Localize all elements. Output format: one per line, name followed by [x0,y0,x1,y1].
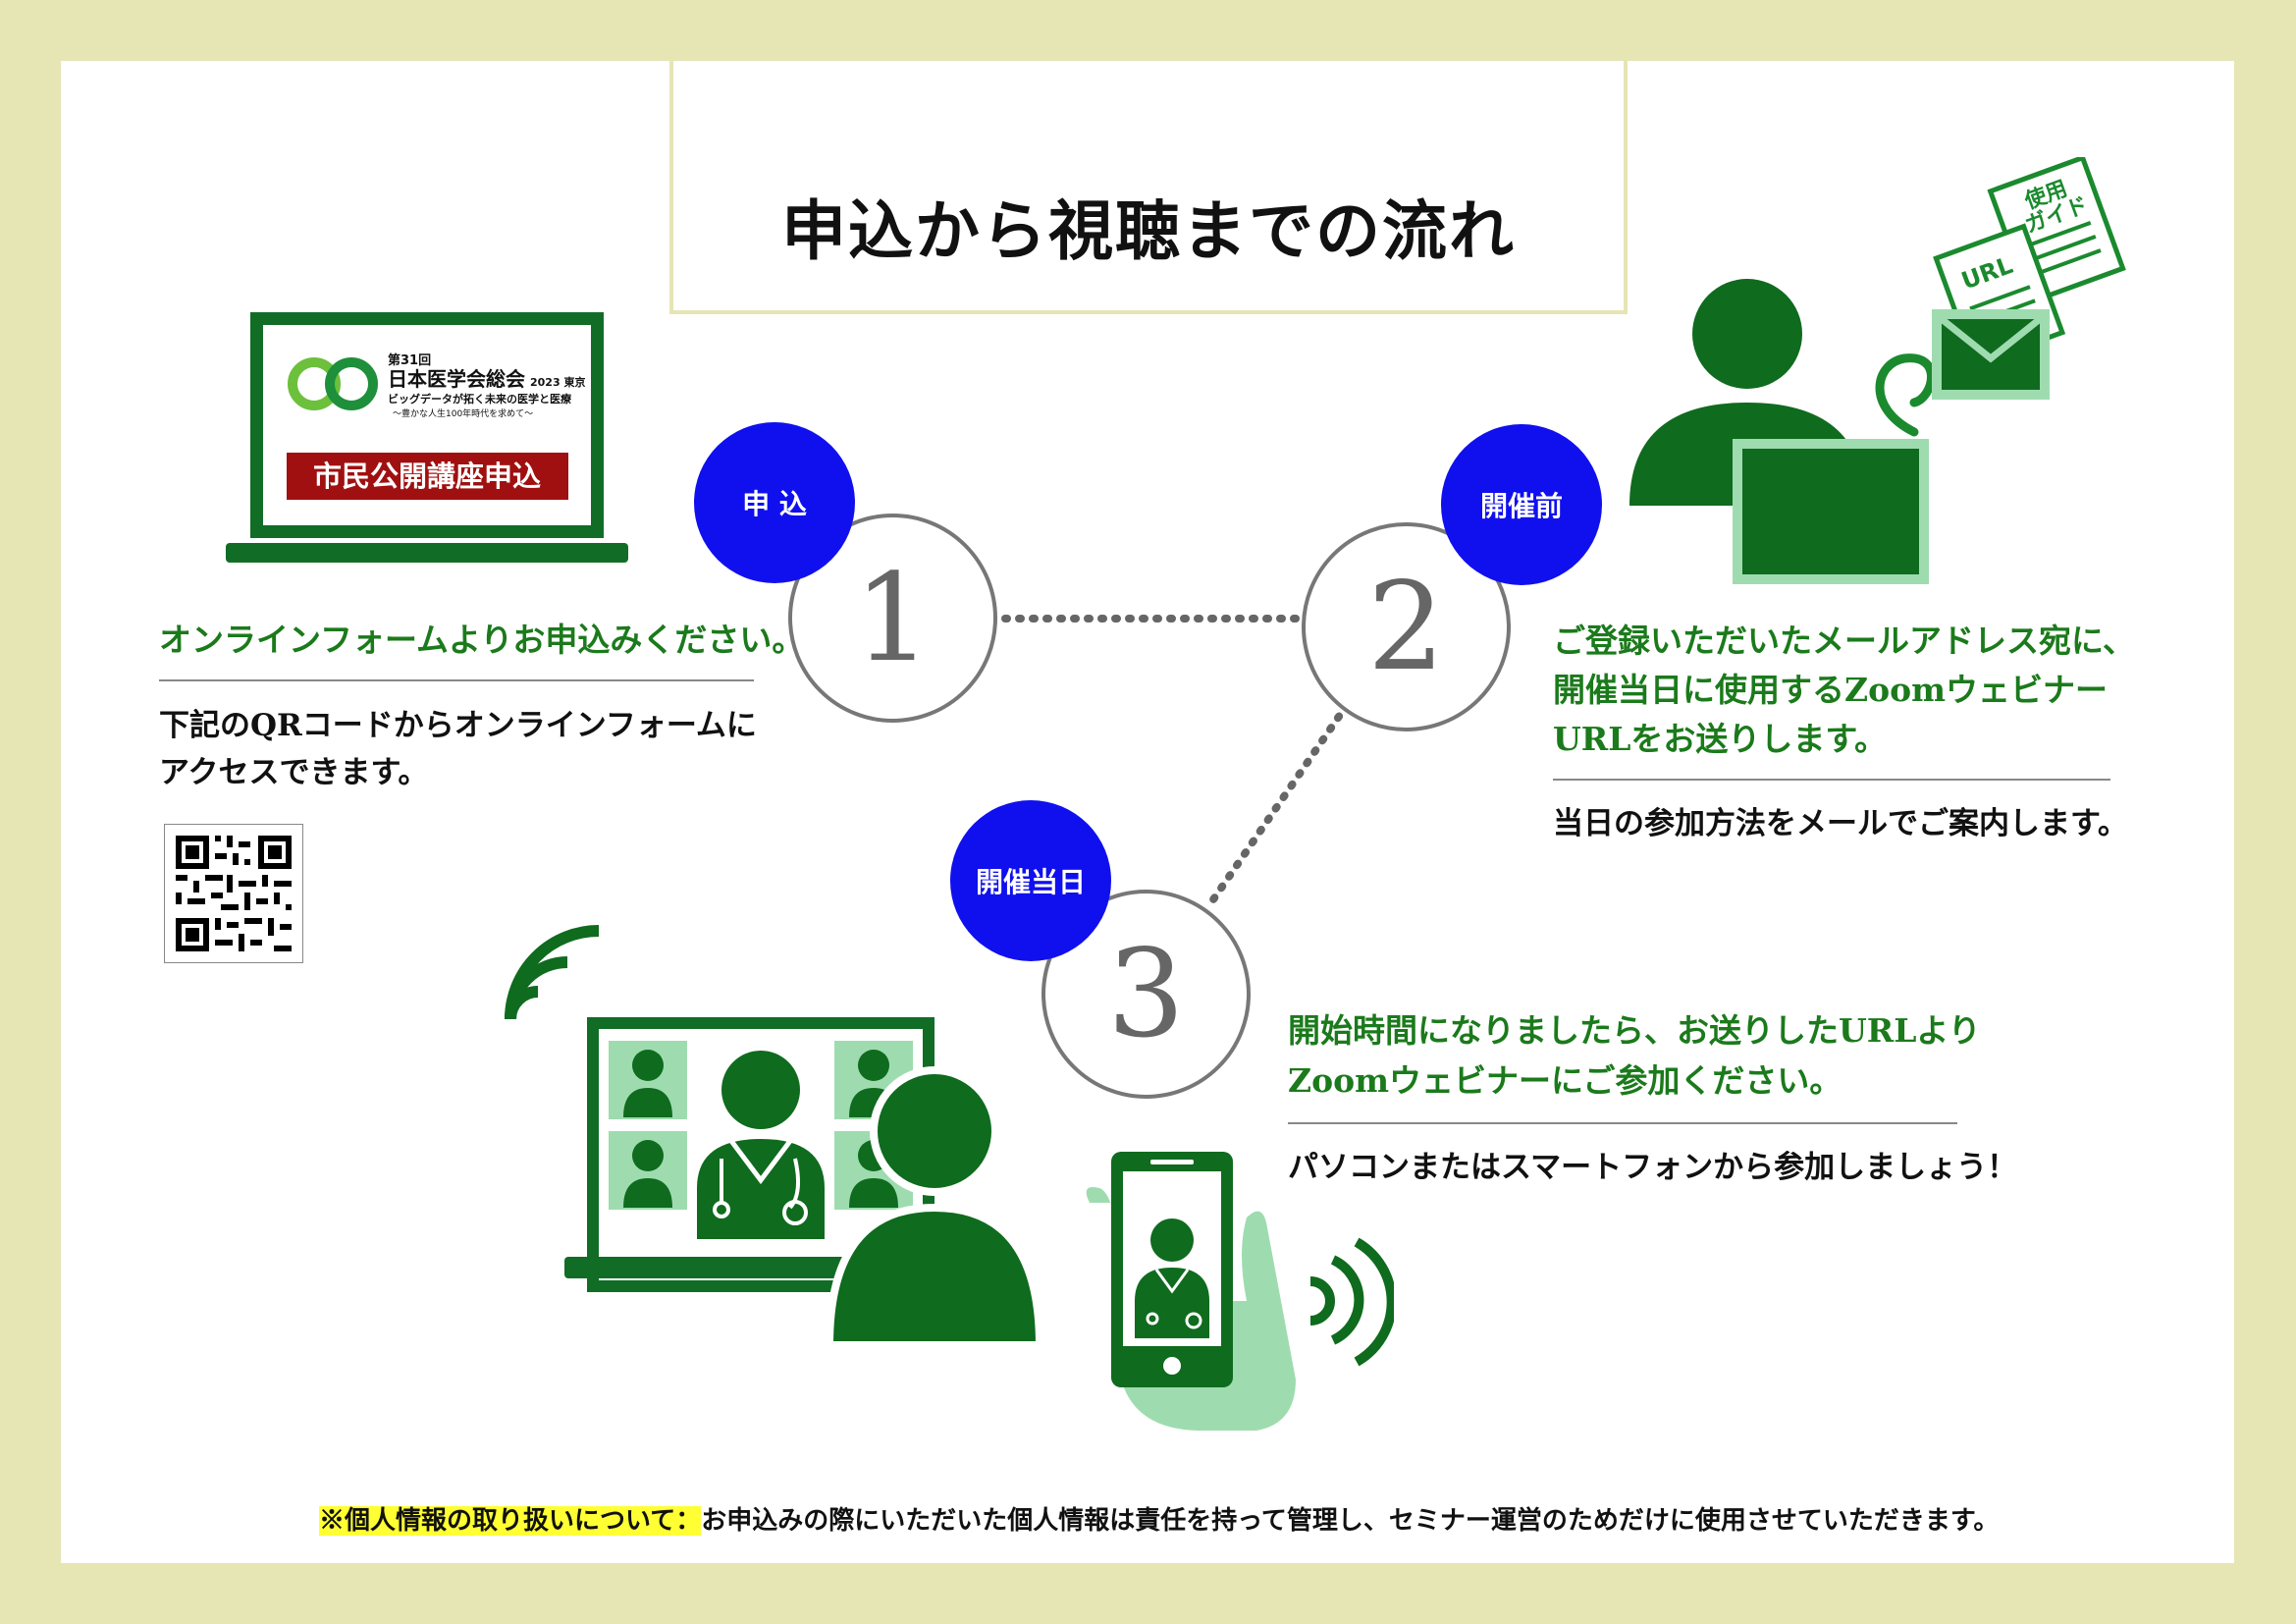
step-1-circle: 1 [788,514,997,723]
step-2-illustration: 使用 ガイド URL [1629,157,2126,584]
step-3-heading-line2: Zoomウェビナーにご参加ください。 [1288,1061,1842,1100]
step-1-heading: オンラインフォームよりお申込みください。 [159,621,805,659]
title-box: 申込から視聴までの流れ [669,61,1628,314]
laptop-icon-2 [1733,439,1929,584]
video-monitor [564,1017,962,1292]
connector-2-3 [1205,701,1351,909]
step-3-left-illustration [505,925,1041,1349]
cable [1875,353,1936,437]
step-1-rule [159,679,754,681]
laptop-register-label: 市民公開講座申込 [313,460,541,493]
step-3-badge: 開催当日 [950,800,1111,961]
step-3-rule [1288,1122,1957,1124]
laptop-year-city: 2023 東京 [530,375,585,389]
participant-tile-1 [609,1041,687,1119]
participant-tile-2 [609,1131,687,1210]
step-1-body-line2: アクセスできます。 [159,755,429,790]
laptop-icon: 第31回 日本医学会総会 2023 東京 ビッグデータが拓く未来の医学と医療 〜… [226,312,628,563]
congress-logo [288,357,378,410]
step-2-body: 当日の参加方法をメールでご案内します。 [1553,806,2128,841]
step-2-heading-line2: 開催当日に使用するZoomウェビナー [1553,671,2109,709]
laptop-tagline: ビッグデータが拓く未来の医学と医療 [388,392,572,406]
step-2-rule [1553,779,2110,781]
laptop-congress: 日本医学会総会 [388,367,525,391]
privacy-text: お申込みの際にいただいた個人情報は責任を持って管理し、セミナー運営のためだけに使… [701,1506,2000,1536]
person-icon-2 [825,1066,1041,1349]
step-2-number: 2 [1367,556,1445,698]
step-1-badge: 申 込 [694,422,855,583]
wifi-signal-icon-2 [1309,1237,1394,1367]
laptop-register-button[interactable] [287,453,568,500]
step-1-number: 1 [854,547,932,689]
privacy-note: ※個人情報の取り扱いについて：お申込みの際にいただいた個人情報は責任を持って管理… [319,1500,1999,1537]
wifi-signal-icon [505,925,600,1020]
step-2-heading-line1: ご登録いただいたメールアドレス宛に、 [1553,622,2136,660]
step-1-body-line1: 下記のQRコードからオンラインフォームに [159,708,757,743]
step-3-heading-line1: 開始時間になりましたら、お送りしたURLより [1288,1011,1981,1050]
step-3-body: パソコンまたはスマートフォンから参加しましょう！ [1288,1150,2018,1185]
qr-code-icon[interactable] [164,824,303,963]
envelope-icon [1932,309,2050,400]
step-3-number: 3 [1107,923,1185,1065]
smartphone-icon [1086,1152,1394,1431]
laptop-edition: 第31回 [388,352,431,368]
page-title: 申込から視聴までの流れ [781,192,1516,269]
step-2-badge: 開催前 [1441,424,1602,585]
doctor-icon [697,1051,825,1239]
privacy-label: ※個人情報の取り扱いについて： [319,1506,702,1536]
laptop-subtagline: 〜豊かな人生100年時代を求めて〜 [393,407,533,419]
step-2-heading-line3: URLをお送りします。 [1553,720,1888,758]
